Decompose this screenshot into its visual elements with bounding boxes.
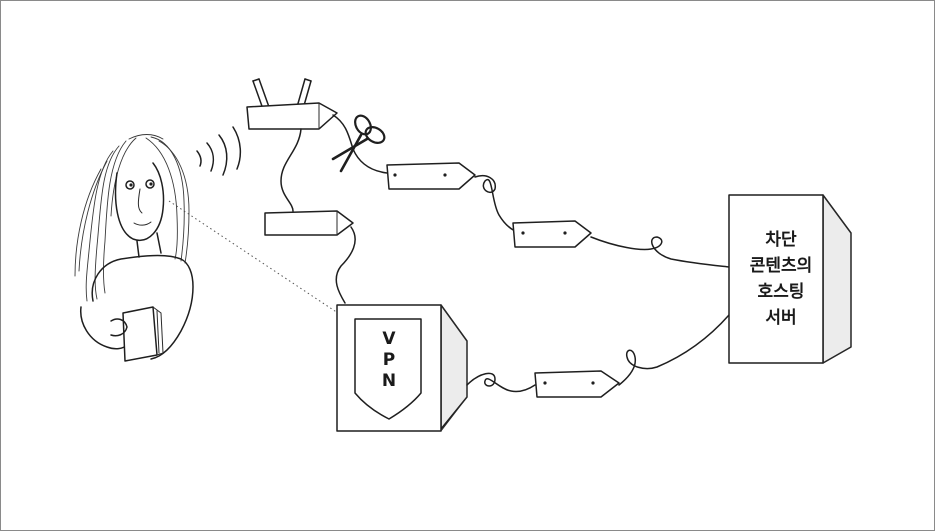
shield-icon <box>354 318 422 420</box>
wifi-signal-icon <box>196 126 242 176</box>
server-icon <box>728 194 852 364</box>
network-node-vpn <box>534 370 620 398</box>
person-reading-icon <box>74 134 194 362</box>
server-label: 차단 콘텐츠의 호스팅 서버 <box>733 227 829 331</box>
server-label-line: 호스팅 <box>757 282 805 302</box>
network-cable-icon <box>280 128 302 212</box>
scissors-icon <box>331 114 386 173</box>
vpn-letter-v: V <box>382 329 396 349</box>
router-icon <box>246 78 338 130</box>
vpn-letter-n: N <box>381 371 397 391</box>
vpn-letter-p: P <box>382 350 396 370</box>
line-of-sight <box>168 200 354 324</box>
network-node-blocked-2 <box>512 220 592 248</box>
server-label-line: 콘텐츠의 <box>749 256 813 276</box>
modem-icon <box>264 210 354 236</box>
server-label-line: 차단 <box>765 230 797 250</box>
server-label-line: 서버 <box>765 308 797 328</box>
network-node-blocked-1 <box>386 162 476 190</box>
